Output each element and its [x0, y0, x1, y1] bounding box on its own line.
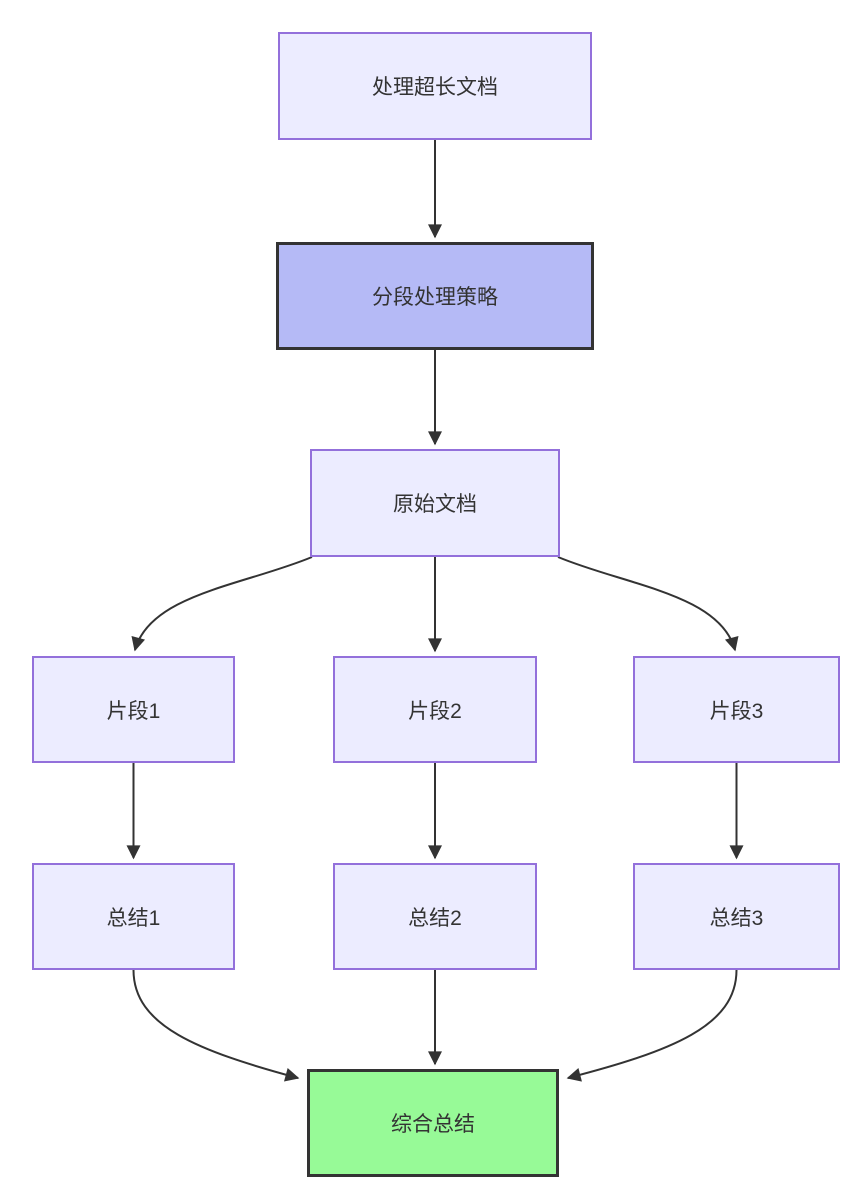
node-label: 原始文档 [393, 493, 477, 516]
node-label: 总结1 [106, 906, 161, 930]
node-label: 片段2 [408, 699, 462, 723]
node-fragment-1: 片段1 [32, 656, 235, 763]
node-original-doc: 原始文档 [310, 449, 560, 557]
node-label: 总结3 [709, 906, 764, 930]
node-summary-1: 总结1 [32, 863, 235, 970]
node-fragment-2: 片段2 [333, 656, 537, 763]
node-label: 片段1 [106, 699, 161, 723]
node-summary-3: 总结3 [633, 863, 840, 970]
edge-E1-F [132, 969, 300, 1082]
edge-E3-F [566, 969, 738, 1082]
node-label: 分段处理策略 [372, 286, 498, 309]
node-label: 总结2 [408, 906, 462, 930]
node-fragment-3: 片段3 [633, 656, 840, 763]
node-process-long-doc: 处理超长文档 [278, 32, 592, 140]
node-label: 处理超长文档 [372, 76, 498, 99]
node-final-summary: 综合总结 [307, 1069, 559, 1177]
node-label: 综合总结 [391, 1113, 475, 1136]
edge-C-D1 [131, 556, 313, 652]
node-summary-2: 总结2 [333, 863, 537, 970]
edge-C-D3 [557, 556, 739, 652]
node-segmentation-strategy: 分段处理策略 [276, 242, 594, 350]
node-label: 片段3 [709, 699, 764, 723]
